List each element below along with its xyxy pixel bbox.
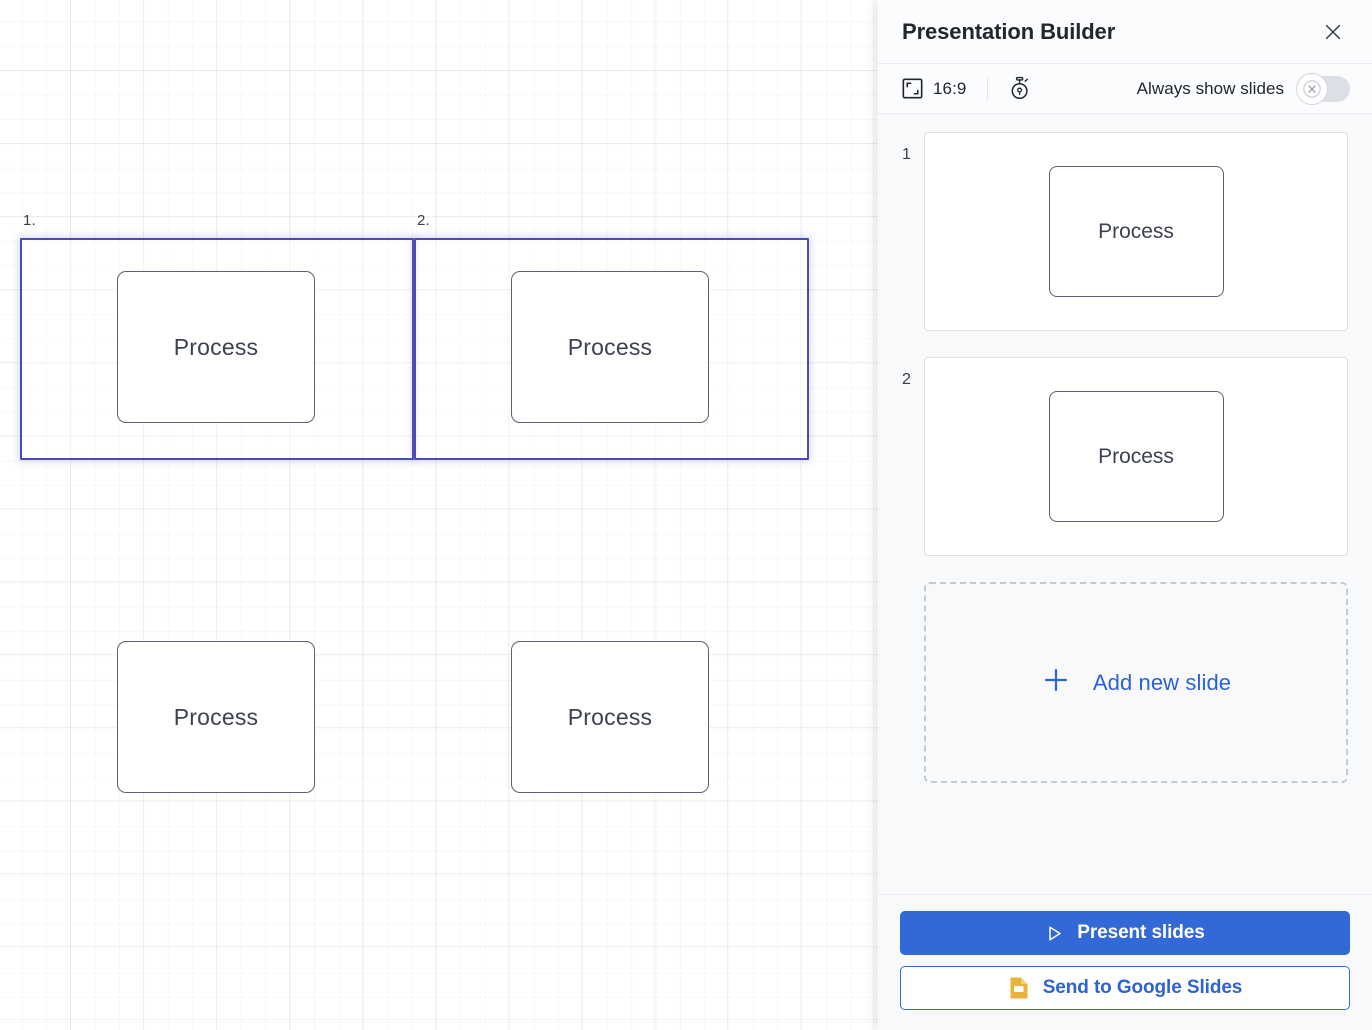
slide-list-item[interactable]: 1 Process xyxy=(902,132,1348,331)
process-shape[interactable]: Process xyxy=(511,641,709,793)
aspect-ratio-icon xyxy=(902,78,923,99)
slide-number: 2 xyxy=(902,371,911,388)
canvas-slide-frame-label-2: 2. xyxy=(417,212,430,229)
x-circle-icon xyxy=(1303,79,1321,98)
thumbnail-process-shape: Process xyxy=(1048,391,1224,522)
plus-icon xyxy=(1041,665,1071,701)
process-shape[interactable]: Process xyxy=(117,271,315,423)
slide-list[interactable]: 1 Process 2 Process Add new slide xyxy=(878,114,1372,894)
always-show-slides-label: Always show slides xyxy=(1136,78,1284,98)
toggle-knob xyxy=(1296,72,1328,105)
aspect-ratio-value: 16:9 xyxy=(933,78,967,98)
add-new-slide-label: Add new slide xyxy=(1092,669,1232,695)
timer-control[interactable] xyxy=(1008,76,1032,101)
always-show-slides-toggle[interactable] xyxy=(1296,72,1350,105)
panel-header: Presentation Builder xyxy=(878,0,1372,64)
panel-footer: Present slides Send to Google Slides xyxy=(878,894,1372,1030)
close-icon[interactable] xyxy=(1316,15,1350,49)
toolbar-divider xyxy=(986,77,988,100)
page-title: Presentation Builder xyxy=(902,18,1116,44)
present-slides-button[interactable]: Present slides xyxy=(900,911,1350,955)
aspect-ratio-control[interactable]: 16:9 xyxy=(902,78,967,99)
panel-toolbar: 16:9 Always show slides xyxy=(878,64,1372,114)
slide-list-item[interactable]: 2 Process xyxy=(902,357,1348,556)
play-triangle-icon xyxy=(1045,924,1064,943)
thumbnail-process-shape: Process xyxy=(1048,166,1224,297)
present-slides-label: Present slides xyxy=(1077,922,1205,943)
send-to-google-slides-label: Send to Google Slides xyxy=(1042,977,1243,998)
stopwatch-icon xyxy=(1008,76,1032,101)
google-slides-icon xyxy=(1008,976,1030,1000)
add-new-slide-button[interactable]: Add new slide xyxy=(924,582,1348,783)
presentation-builder-panel: Presentation Builder 16:9 xyxy=(878,0,1372,1030)
slide-thumbnail-1[interactable]: Process xyxy=(924,132,1348,331)
slide-thumbnail-2[interactable]: Process xyxy=(924,357,1348,556)
process-shape[interactable]: Process xyxy=(117,641,315,793)
send-to-google-slides-button[interactable]: Send to Google Slides xyxy=(900,966,1350,1010)
canvas-slide-frame-label-1: 1. xyxy=(23,212,36,229)
process-shape[interactable]: Process xyxy=(511,271,709,423)
slide-number: 1 xyxy=(902,146,911,163)
